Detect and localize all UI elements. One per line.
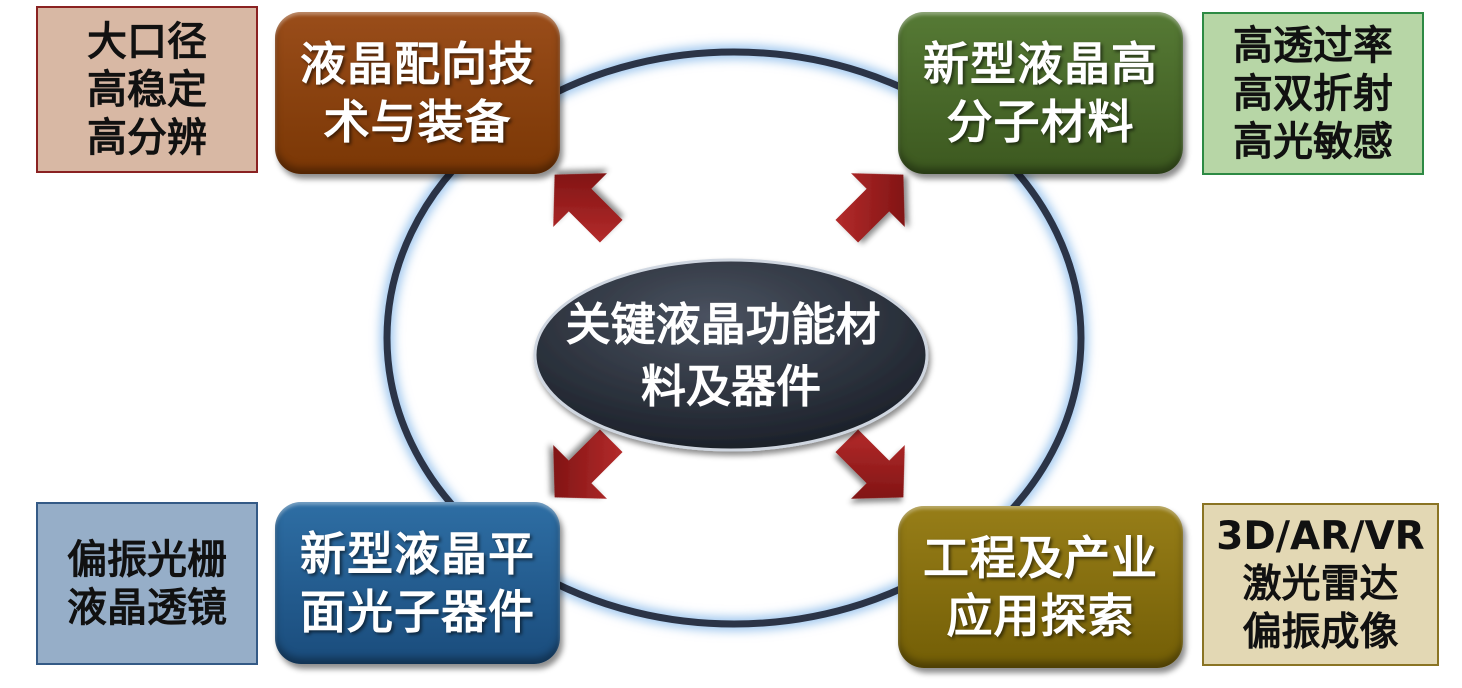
feature-line: 高分辨 [87, 114, 207, 161]
outer-ring [383, 48, 1085, 628]
feature-box-top-left: 大口径 高稳定 高分辨 [36, 6, 258, 173]
feature-line: 高透过率 [1233, 22, 1393, 69]
feature-line: 3D/AR/VR [1216, 513, 1425, 559]
arrow-down-left [553, 429, 623, 499]
feature-line: 高稳定 [87, 66, 207, 113]
node-line: 新型液晶高 [923, 37, 1158, 91]
node-line: 面光子器件 [300, 585, 535, 639]
feature-box-top-right: 高透过率 高双折射 高光敏感 [1202, 12, 1424, 175]
arrow-up-right [835, 173, 905, 243]
feature-line: 偏振成像 [1242, 609, 1399, 655]
feature-line: 高双折射 [1233, 70, 1393, 117]
node-line: 分子材料 [946, 95, 1135, 149]
node-line: 工程及产业 [923, 531, 1158, 585]
arrow-up-left [553, 173, 623, 243]
feature-line: 激光雷达 [1242, 561, 1399, 607]
node-industry-applications: 工程及产业 应用探索 [898, 506, 1183, 668]
node-polymer-materials: 新型液晶高 分子材料 [898, 12, 1183, 174]
feature-box-bottom-left: 偏振光栅 液晶透镜 [36, 502, 258, 665]
center-node-label: 关键液晶功能材 料及器件 [566, 298, 897, 413]
node-line: 应用探索 [946, 589, 1135, 643]
node-line: 术与装备 [323, 95, 512, 149]
center-node-shape [533, 258, 929, 452]
arrow-down-right [835, 429, 905, 499]
center-line-2: 料及器件 [641, 360, 821, 413]
node-line: 液晶配向技 [300, 37, 535, 91]
center-line-1: 关键液晶功能材 [566, 298, 881, 351]
node-line: 新型液晶平 [300, 527, 535, 581]
node-planar-photonic-devices: 新型液晶平 面光子器件 [275, 502, 560, 664]
feature-box-bottom-right: 3D/AR/VR 激光雷达 偏振成像 [1202, 503, 1439, 666]
node-alignment-tech: 液晶配向技 术与装备 [275, 12, 560, 174]
feature-line: 高光敏感 [1233, 118, 1393, 165]
feature-line: 偏振光栅 [67, 536, 227, 583]
feature-line: 液晶透镜 [67, 584, 227, 631]
feature-line: 大口径 [87, 18, 207, 65]
